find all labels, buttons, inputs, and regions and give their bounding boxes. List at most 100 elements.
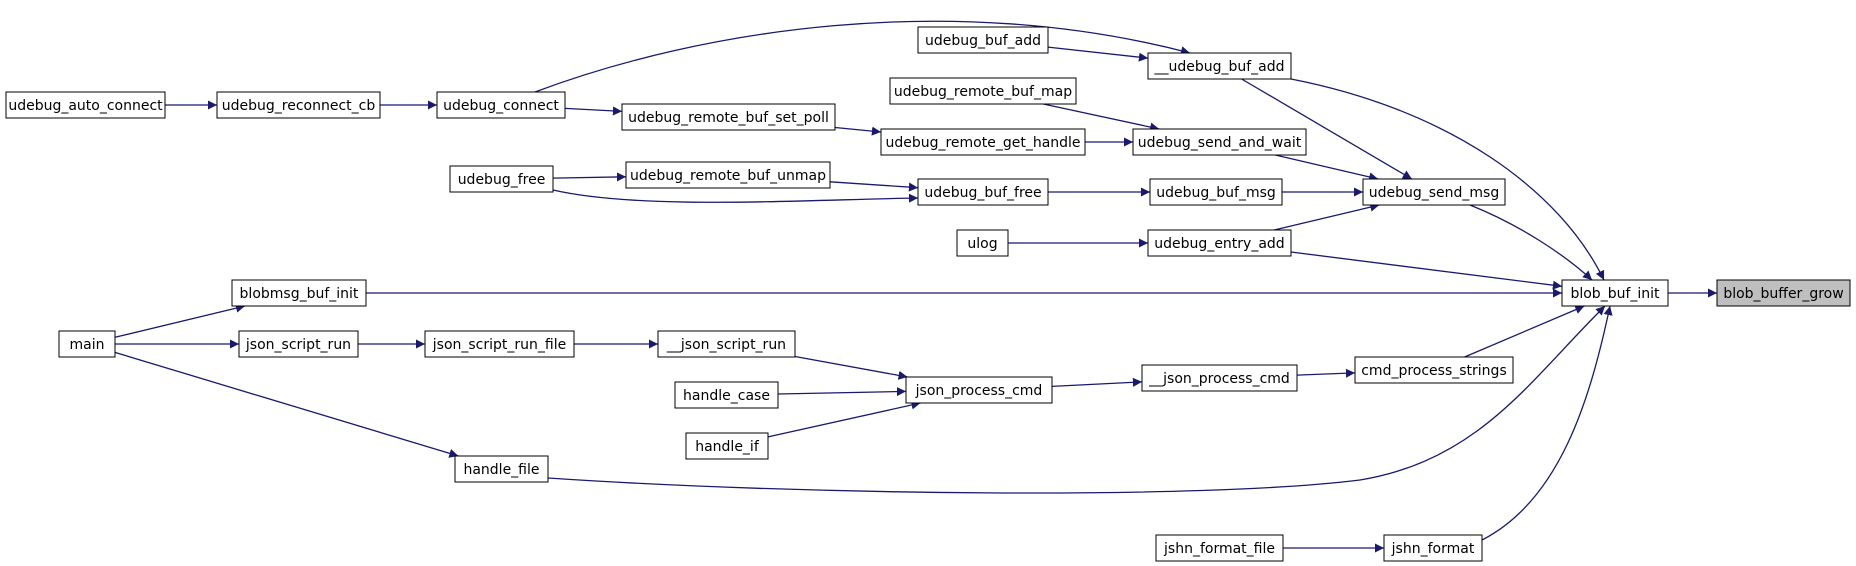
node-box [436, 91, 566, 119]
edge-line [547, 305, 1606, 494]
node-udebug_send_and_wait[interactable]: udebug_send_and_wait [1132, 128, 1307, 156]
node-label: blobmsg_buf_init [240, 286, 359, 302]
node-label: udebug_send_and_wait [1138, 135, 1302, 151]
node-label: udebug_remote_buf_unmap [630, 168, 826, 184]
node-udebug_remote_buf_set_poll[interactable]: udebug_remote_buf_set_poll [621, 103, 836, 131]
edge-udebug_free-to-udebug_remote_buf_unmap [552, 172, 627, 182]
edge-handle_file-to-blob_buf_init [547, 305, 1606, 494]
node-box [231, 279, 367, 307]
node-box [880, 128, 1086, 156]
node-udebug_remote_get_handle[interactable]: udebug_remote_get_handle [880, 128, 1086, 156]
node-udebug_buf_free[interactable]: udebug_buf_free [917, 178, 1049, 206]
node-udebug_buf_msg[interactable]: udebug_buf_msg [1149, 178, 1283, 206]
node-json_script_run[interactable]: json_script_run [238, 330, 359, 358]
node-box [424, 330, 575, 358]
node-box [1147, 52, 1292, 80]
node-box [454, 455, 549, 483]
node-blobmsg_buf_init[interactable]: blobmsg_buf_init [231, 279, 367, 307]
node-blob_buffer_grow[interactable]: blob_buffer_grow [1716, 279, 1851, 307]
node-udebug_entry_add[interactable]: udebug_entry_add [1147, 229, 1292, 257]
node-label: handle_file [463, 462, 539, 478]
node-json_process_cmd[interactable]: json_process_cmd [905, 376, 1053, 404]
node-label: jshn_format_file [1163, 541, 1275, 557]
node-udebug_auto_connect[interactable]: udebug_auto_connect [5, 91, 166, 119]
node-handle_case[interactable]: handle_case [674, 381, 779, 409]
node-box [1383, 534, 1483, 562]
edge-line [552, 189, 919, 203]
node-box [5, 91, 166, 119]
node-label: udebug_remote_buf_map [894, 84, 1072, 100]
node-label: blob_buf_init [1570, 286, 1660, 302]
node-box [889, 77, 1077, 105]
edge-line [834, 126, 882, 136]
edge-udebug_send_msg-to-blob_buf_init [1469, 204, 1593, 281]
edge-udebug_buf_add-to-__udebug_buf_add [1047, 46, 1149, 62]
node-box [1561, 279, 1669, 307]
node-json_script_run_file[interactable]: json_script_run_file [424, 330, 575, 358]
edge-udebug_free-to-udebug_buf_free [552, 189, 919, 203]
node-udebug_remote_buf_unmap[interactable]: udebug_remote_buf_unmap [625, 161, 831, 189]
node-__udebug_buf_add[interactable]: __udebug_buf_add [1147, 52, 1292, 80]
node-udebug_buf_add[interactable]: udebug_buf_add [917, 26, 1049, 54]
node-box [657, 330, 796, 358]
node-label: udebug_buf_free [924, 185, 1041, 201]
edge-udebug_entry_add-to-blob_buf_init [1290, 251, 1563, 290]
edge-line [1296, 368, 1356, 378]
node-box [449, 165, 554, 193]
node-udebug_reconnect_cb[interactable]: udebug_reconnect_cb [216, 91, 381, 119]
edge-line [777, 387, 907, 397]
node-__json_script_run[interactable]: __json_script_run [657, 330, 796, 358]
node-udebug_connect[interactable]: udebug_connect [436, 91, 566, 119]
node-label: udebug_send_msg [1369, 185, 1500, 201]
edge-line [1274, 202, 1380, 231]
node-box [917, 26, 1049, 54]
node-blob_buf_init[interactable]: blob_buf_init [1561, 279, 1669, 307]
node-handle_if[interactable]: handle_if [685, 432, 769, 460]
node-label: udebug_free [458, 172, 546, 188]
node-jshn_format_file[interactable]: jshn_format_file [1155, 534, 1284, 562]
node-label: udebug_auto_connect [8, 98, 163, 114]
node-label: blob_buffer_grow [1723, 286, 1843, 302]
edge-line [552, 172, 627, 182]
edge-line [1275, 154, 1379, 182]
edge-json_process_cmd-to-__json_process_cmd [1051, 377, 1143, 388]
edge-line [1047, 46, 1149, 62]
node-box [917, 178, 1049, 206]
node-udebug_send_msg[interactable]: udebug_send_msg [1362, 178, 1506, 206]
node-cmd_process_strings[interactable]: cmd_process_strings [1354, 356, 1514, 384]
edge-__udebug_buf_add-to-blob_buf_init [1290, 78, 1605, 281]
node-ulog[interactable]: ulog [956, 229, 1009, 257]
edge-udebug_connect-to-__udebug_buf_add [534, 20, 1191, 93]
node-box [1354, 356, 1514, 384]
edge-main-to-handle_file [114, 351, 459, 458]
node-main[interactable]: main [58, 330, 116, 358]
node-label: cmd_process_strings [1361, 363, 1507, 379]
node-label: udebug_buf_add [925, 33, 1041, 49]
edge-handle_case-to-json_process_cmd [777, 387, 907, 397]
node-__json_process_cmd[interactable]: __json_process_cmd [1141, 364, 1298, 392]
node-jshn_format[interactable]: jshn_format [1383, 534, 1483, 562]
node-label: udebug_remote_get_handle [885, 135, 1080, 151]
edge-line [1290, 251, 1563, 290]
node-handle_file[interactable]: handle_file [454, 455, 549, 483]
edge-cmd_process_strings-to-blob_buf_init [1464, 305, 1585, 358]
node-label: json_process_cmd [915, 383, 1043, 399]
node-label: main [70, 337, 105, 353]
node-udebug_free[interactable]: udebug_free [449, 165, 554, 193]
node-label: handle_case [683, 388, 770, 404]
edge-line [534, 20, 1191, 93]
edge-udebug_remote_buf_unmap-to-udebug_buf_free [829, 181, 919, 192]
node-label: udebug_remote_buf_set_poll [628, 110, 829, 126]
edge-line [564, 106, 623, 116]
edge-udebug_connect-to-udebug_remote_buf_set_poll [564, 106, 623, 116]
node-label: udebug_buf_msg [1156, 185, 1276, 201]
node-label: jshn_format [1391, 541, 1475, 557]
node-box [1362, 178, 1506, 206]
edge-line [114, 351, 459, 458]
node-udebug_remote_buf_map[interactable]: udebug_remote_buf_map [889, 77, 1077, 105]
node-box [1132, 128, 1307, 156]
node-label: __json_script_run [666, 337, 786, 353]
edge-line [1464, 305, 1585, 358]
